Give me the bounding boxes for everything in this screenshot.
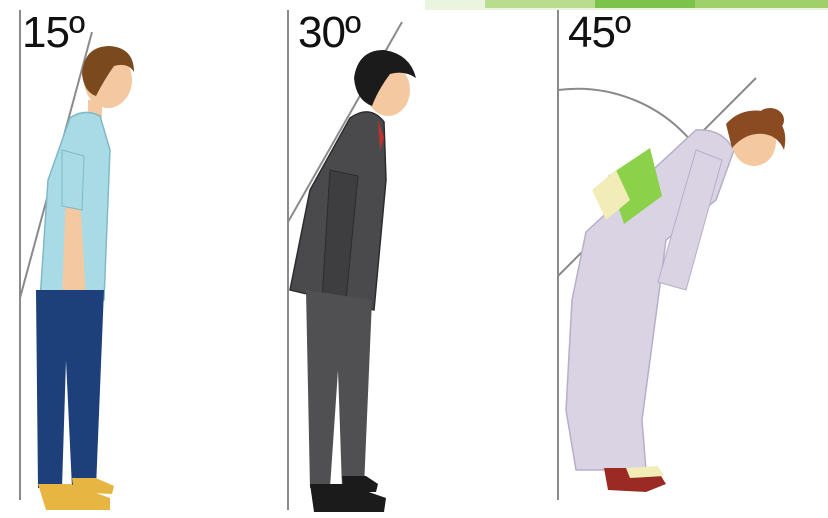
bow-panel-15: 15º [0,0,270,518]
shoe [72,478,114,494]
angle-arc [558,89,692,142]
bow-panel-45: 45º [546,0,828,518]
bow-figure-30 [270,0,546,518]
jeans [36,290,104,488]
bow-panel-30: 30º [270,0,546,518]
shoe [342,476,378,492]
bow-figure-45 [546,0,828,518]
bow-figure-15 [0,0,270,518]
suit-trousers [306,290,372,488]
